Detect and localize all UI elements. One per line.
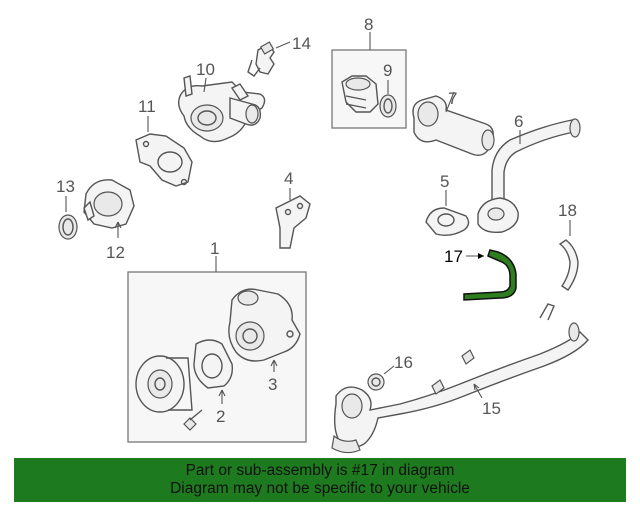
- part-2-gasket[interactable]: [218, 389, 226, 404]
- part-12-thermostat-cover[interactable]: [83, 179, 135, 238]
- part-14-sensor[interactable]: [247, 41, 291, 77]
- part-8-thermostat-assembly[interactable]: [331, 32, 407, 129]
- callout-4: 4: [284, 169, 293, 188]
- callout-13: 13: [56, 177, 75, 196]
- callout-2: 2: [216, 407, 225, 426]
- callout-12: 12: [106, 243, 125, 262]
- callout-11: 11: [138, 97, 156, 116]
- callout-17: 17: [444, 247, 463, 266]
- callout-14: 14: [292, 34, 311, 53]
- part-16-o-ring[interactable]: [367, 365, 395, 391]
- part-18-hose[interactable]: [558, 220, 579, 291]
- callout-10: 10: [196, 60, 215, 79]
- part-15-water-pipe[interactable]: [331, 303, 589, 454]
- part-17-bypass-hose[interactable]: [463, 249, 517, 301]
- callout-3: 3: [268, 375, 277, 394]
- part-5-gasket[interactable]: [425, 190, 470, 237]
- part-13-o-ring[interactable]: [58, 196, 78, 240]
- callout-5: 5: [440, 172, 449, 191]
- part-11-gasket[interactable]: [135, 116, 193, 187]
- callout-7: 7: [448, 89, 457, 108]
- callout-8: 8: [364, 15, 373, 34]
- part-9-gasket-ring[interactable]: [379, 80, 397, 118]
- callout-9: 9: [383, 61, 392, 80]
- callout-15: 15: [482, 399, 501, 418]
- part-1-water-pump-assembly[interactable]: [127, 256, 307, 443]
- banner-line-1: Part or sub-assembly is #17 in diagram: [185, 462, 455, 479]
- callout-16: 16: [394, 353, 413, 372]
- part-7-water-outlet[interactable]: [412, 91, 495, 157]
- callout-1: 1: [210, 239, 219, 258]
- part-10-thermostat-housing[interactable]: [177, 75, 266, 143]
- part-3-pump-body[interactable]: [270, 359, 278, 372]
- part-6-water-pipe[interactable]: [477, 118, 581, 234]
- callout-6: 6: [514, 112, 523, 131]
- part-4-bracket[interactable]: [275, 188, 311, 249]
- banner-line-2: Diagram may not be specific to your vehi…: [170, 480, 470, 497]
- info-banner: Part or sub-assembly is #17 in diagram D…: [14, 458, 626, 502]
- callout-18: 18: [558, 201, 577, 220]
